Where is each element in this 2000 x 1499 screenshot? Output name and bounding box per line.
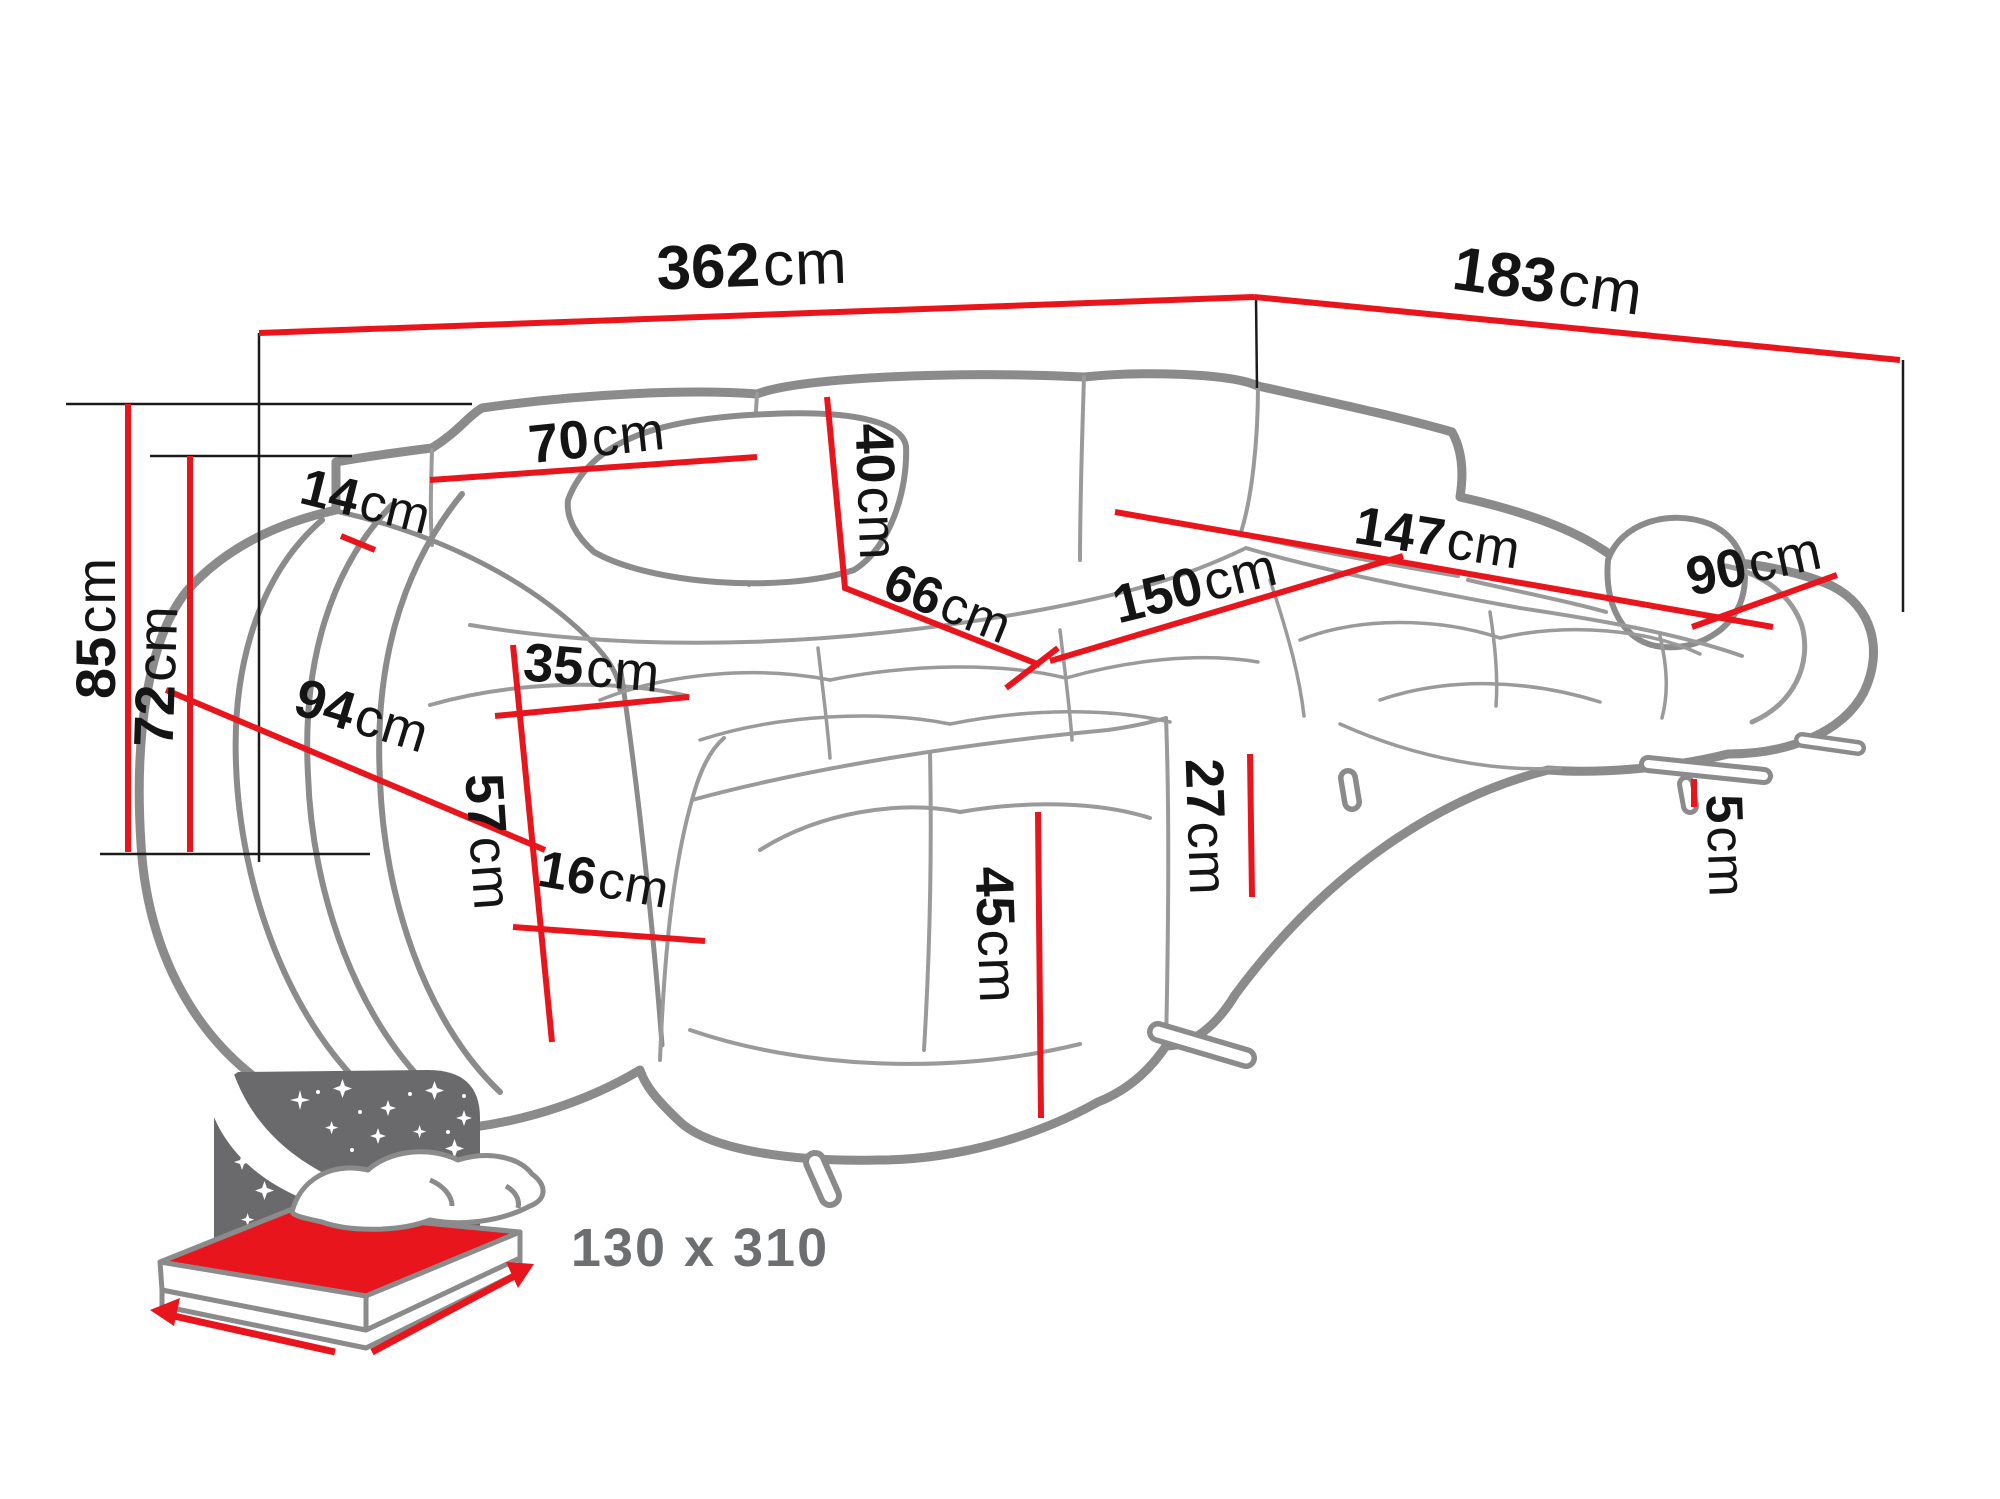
line-seat-150 [1049,553,1404,664]
sofa-legs [803,732,1866,1208]
seat-tufting [598,578,1306,760]
line-chaise-90 [1690,572,1839,630]
dimension-lines [125,294,1901,1119]
line-arm-35 [494,694,690,719]
line-cushion-27 [1247,753,1255,898]
line-cushion-40-seat-66 [824,396,1042,668]
line-width-total [258,294,1255,336]
line-headrest-14 [339,533,377,553]
dim-seat-cushion-height: 27cm [1173,757,1239,897]
left-arm-layers [232,491,690,1099]
dim-total-width: 362cm [655,227,849,304]
dim-arm-front-height: 57cm [453,771,523,913]
line-seat-height-45 [1035,811,1044,1119]
line-chaise-147 [1114,509,1774,630]
seat-back-junction [468,546,1744,658]
line-arm-16 [512,924,706,944]
dim-back-cushion-height: 40cm [843,422,909,562]
icon-stars [234,1079,472,1227]
chaise-seams [658,716,1171,1066]
icon-mattress-side-right [363,1229,523,1333]
guide-lines [66,296,1905,862]
dim-arm-top-width: 35cm [521,632,663,704]
dim-backrest-width: 70cm [525,401,669,475]
line-arm-94 [164,687,547,853]
icon-dimension-arrows [150,1262,534,1356]
tick-seat-150 [1004,645,1060,691]
right-arm-inner-seam [1723,563,1808,725]
sleeping-area-label: 130 x 310 [570,1218,830,1278]
sleep-function-icon [150,1062,546,1356]
dim-arm-height: 72cm [121,603,190,749]
line-backrest-70 [429,454,758,483]
dim-seat-height: 45cm [963,865,1029,1005]
line-depth-total [1253,294,1901,363]
dim-leg-height: 5cm [1694,793,1756,899]
icon-mattress [157,1149,546,1351]
icon-duvet [289,1149,546,1232]
dim-total-height: 85cm [64,557,127,699]
right-chaise-tufting [1298,610,1702,771]
headrest-cushion [564,410,910,587]
